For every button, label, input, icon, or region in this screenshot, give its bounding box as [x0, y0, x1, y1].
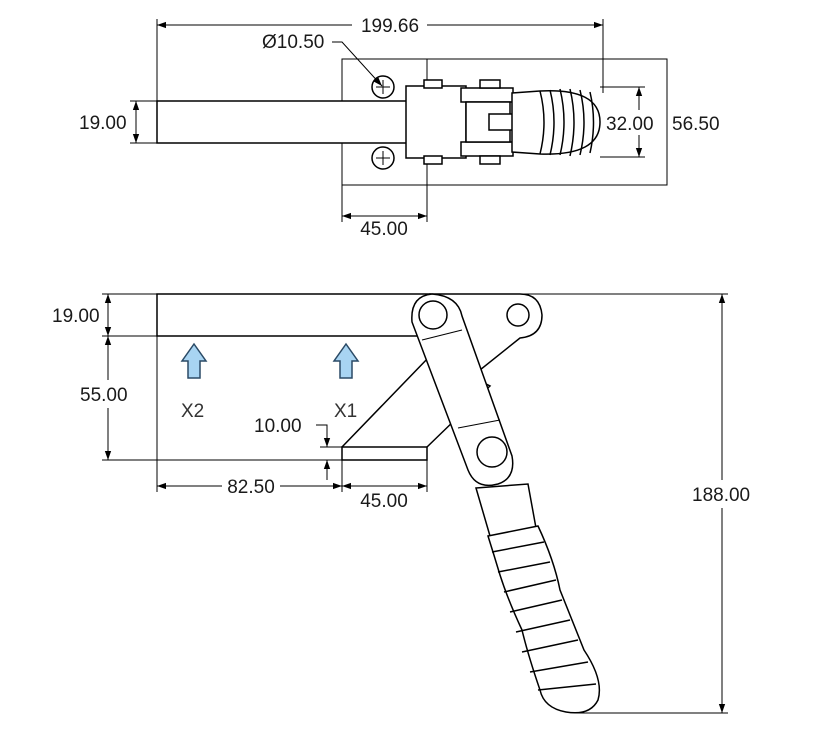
top-handle-grip: [511, 88, 601, 157]
dim-bar-width: 19.00: [79, 113, 127, 134]
dim-total-height: 188.00: [692, 485, 750, 506]
top-clamp-bar: [156, 100, 428, 144]
top-view: 199.66 Ø10.50 19.00 32.00 56.50 45.00: [79, 16, 720, 240]
arrow-up-icon: [180, 342, 208, 379]
side-lower-pin: [476, 436, 508, 468]
dim-top-base-length: 45.00: [360, 219, 408, 240]
screw-hole-icon: [371, 146, 395, 170]
dim-side-bar-height: 19.00: [52, 306, 100, 327]
side-pivot-pin: [506, 303, 530, 327]
side-handle-grip: [487, 525, 601, 714]
side-base-foot: [341, 446, 428, 461]
side-upper-pin: [418, 300, 448, 330]
side-clamp-bar: [156, 293, 431, 337]
side-view: X2 X1 19.00 55.00 10.00 82.50 45.00: [52, 293, 750, 714]
dim-opening-height: 55.00: [80, 385, 128, 406]
top-pivot-body: [405, 79, 540, 165]
dim-base-width: 56.50: [672, 114, 720, 135]
dim-hole-diameter: Ø10.50: [262, 32, 324, 53]
dim-overall-length: 199.66: [361, 16, 419, 37]
dim-side-base-length: 45.00: [360, 491, 408, 512]
marker-label-x1: X1: [334, 401, 357, 422]
dim-reach: 82.50: [227, 477, 275, 498]
arrow-up-icon: [332, 342, 360, 379]
dim-base-thickness: 10.00: [254, 416, 302, 437]
dim-handle-width: 32.00: [606, 114, 654, 135]
marker-label-x2: X2: [181, 401, 204, 422]
side-grip-ribs: [491, 541, 597, 691]
